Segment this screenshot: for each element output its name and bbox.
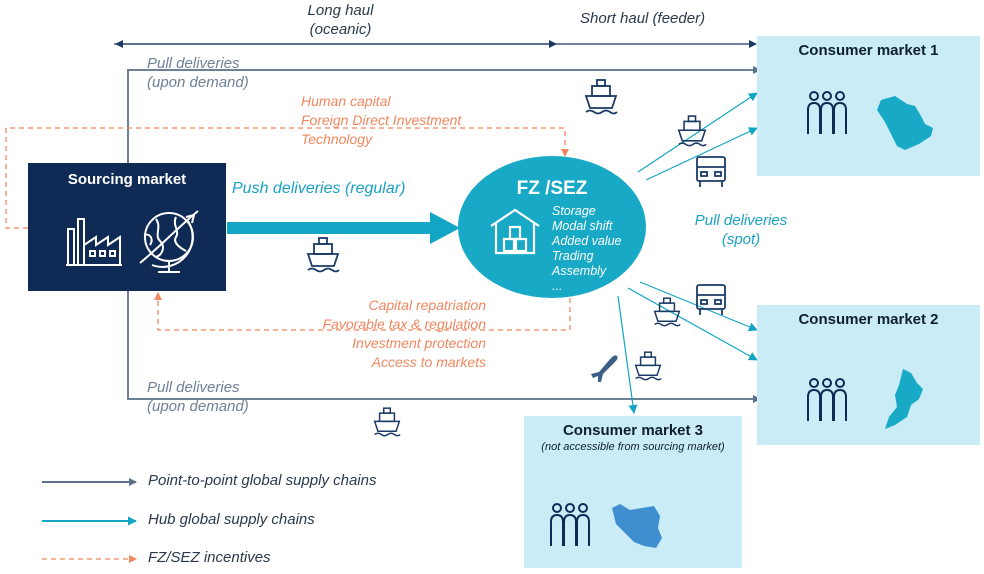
short-haul-label: Short haul (feeder) xyxy=(580,10,706,27)
pull-spot-label: Pull deliveries (spot) xyxy=(688,211,794,249)
pull-bottom-line1: Pull deliveries xyxy=(147,379,240,396)
map-oman-icon xyxy=(885,369,923,429)
long-haul-label: Long haul (oceanic) xyxy=(283,1,398,39)
people-icon xyxy=(807,91,847,134)
incentives-inbound: Human capital Foreign Direct Investment … xyxy=(301,92,461,149)
pull-lines-p2p xyxy=(127,66,761,403)
incentive-out-2: Favorable tax & regulation xyxy=(322,316,486,332)
market-3-title: Consumer market 3 xyxy=(562,422,704,439)
legend-incentives-label: FZ/SEZ incentives xyxy=(148,549,271,566)
incentive-loops xyxy=(5,127,571,331)
hub-function: Modal shift xyxy=(552,219,613,233)
hub-functions: Storage Modal shift Added value Trading … xyxy=(552,204,622,294)
legend-hub-label: Hub global supply chains xyxy=(148,511,315,528)
truck-icon xyxy=(696,156,726,187)
hub-function: ... xyxy=(552,279,563,293)
incentive-out-1: Capital repatriation xyxy=(368,297,486,313)
map-saudi-icon xyxy=(877,96,933,150)
truck-icon xyxy=(696,284,726,315)
incentive-out-4: Access to markets xyxy=(371,354,486,370)
globe-icon xyxy=(139,210,199,273)
hub-distribution-arrows xyxy=(617,92,758,414)
pull-deliveries-top-label: Pull deliveries (upon demand) xyxy=(147,54,249,92)
incentives-outbound: Capital repatriation Favorable tax & reg… xyxy=(290,296,486,372)
pull-bottom-line2: (upon demand) xyxy=(147,398,249,415)
long-haul-title: Long haul xyxy=(307,2,374,19)
people-icon xyxy=(807,378,847,421)
airplane-icon xyxy=(591,355,618,382)
sourcing-market-box: Sourcing market xyxy=(28,163,226,291)
ship-icon xyxy=(677,115,707,147)
consumer-market-1: Consumer market 1 xyxy=(757,36,980,176)
pull-spot-line2: (spot) xyxy=(721,231,761,248)
hub-function: Trading xyxy=(552,249,594,263)
legend-lines xyxy=(42,478,137,563)
factory-icon xyxy=(66,218,122,266)
market-1-title: Consumer market 1 xyxy=(798,42,939,59)
ship-icon xyxy=(653,297,681,327)
push-arrow xyxy=(227,212,460,244)
incentive-in-3: Technology xyxy=(301,131,373,147)
pull-top-line2: (upon demand) xyxy=(147,74,249,91)
fz-sez-hub: FZ /SEZ Storage Modal shift Added value … xyxy=(458,156,646,298)
hub-function: Added value xyxy=(552,234,622,248)
consumer-market-2: Consumer market 2 xyxy=(757,305,980,445)
warehouse-icon xyxy=(490,208,540,255)
long-haul-subtitle: (oceanic) xyxy=(309,21,372,38)
pull-top-line1: Pull deliveries xyxy=(147,55,240,72)
market-2-title: Consumer market 2 xyxy=(798,311,939,328)
incentive-out-3: Investment protection xyxy=(352,335,486,351)
ship-icon xyxy=(306,237,340,273)
pull-deliveries-bottom-label: Pull deliveries (upon demand) xyxy=(147,378,249,416)
sourcing-market-title: Sourcing market xyxy=(67,171,187,188)
incentive-in-1: Human capital xyxy=(301,93,391,109)
ship-icon xyxy=(584,79,618,115)
hub-title: FZ /SEZ xyxy=(516,178,588,199)
incentive-in-2: Foreign Direct Investment xyxy=(301,112,462,128)
pull-spot-line1: Pull deliveries xyxy=(694,212,788,229)
legend-p2p-label: Point-to-point global supply chains xyxy=(148,472,377,489)
consumer-market-3: Consumer market 3 (not accessible from s… xyxy=(524,416,742,568)
hub-function: Storage xyxy=(552,204,596,218)
people-icon xyxy=(550,503,590,546)
hub-function: Assembly xyxy=(552,264,607,278)
market-3-note: (not accessible from sourcing market) xyxy=(541,441,725,453)
push-deliveries-label: Push deliveries (regular) xyxy=(232,180,406,197)
map-iran-icon xyxy=(612,504,662,548)
ship-icon xyxy=(373,407,401,437)
ship-icon xyxy=(634,351,662,381)
